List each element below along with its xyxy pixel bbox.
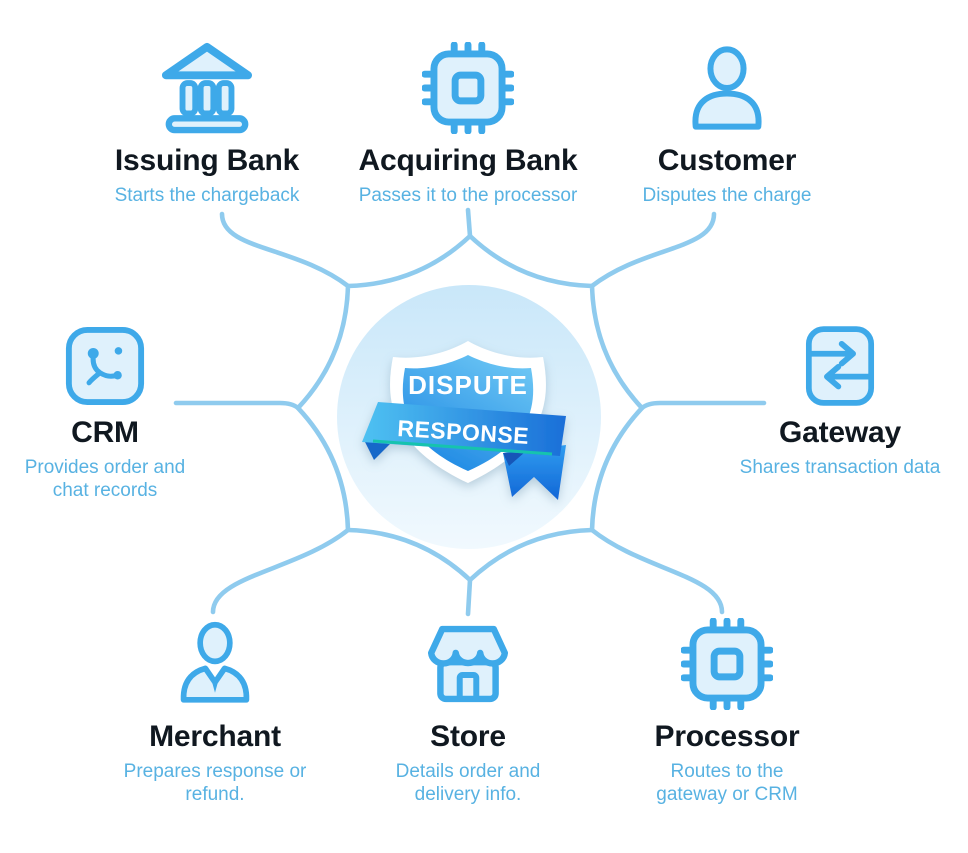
chip-icon: [422, 42, 514, 134]
person-icon: [692, 46, 762, 130]
crm-icon: [65, 326, 145, 406]
node-title: Acquiring Bank: [358, 144, 578, 177]
node-merchant: Merchant Prepares response or refund.: [95, 614, 335, 806]
node-title: Store: [430, 720, 506, 753]
node-subtitle: Prepares response or refund.: [123, 761, 307, 806]
node-subtitle: Routes to the gateway or CRM: [656, 761, 798, 806]
node-acquiring-bank: Acquiring Bank Passes it to the processo…: [338, 38, 598, 207]
node-title: Customer: [657, 144, 797, 177]
connector-stem-issuing-bank: [219, 211, 351, 289]
ribbon-teal-edge: [372, 439, 553, 456]
node-subtitle: Provides order and chat records: [24, 457, 186, 502]
node-subtitle: Starts the chargeback: [114, 185, 300, 206]
node-store: Store Details order and delivery info.: [348, 614, 588, 806]
node-title: Gateway: [779, 416, 901, 449]
node-subtitle: Disputes the charge: [642, 185, 812, 206]
node-processor: Processor Routes to the gateway or CRM: [607, 614, 847, 806]
node-crm: CRM Provides order and chat records: [0, 322, 215, 502]
connector-stem-acquiring-bank: [465, 207, 473, 239]
merchant-icon: [180, 621, 250, 703]
shield-badge-top-text: DISPUTE: [408, 370, 528, 400]
connector-ring: [295, 233, 645, 583]
connector-stem-store: [465, 577, 473, 617]
gateway-icon: [805, 326, 875, 406]
node-title: Merchant: [149, 720, 281, 753]
ribbon-flag-fold: [503, 452, 525, 466]
node-issuing-bank: Issuing Bank Starts the chargeback: [77, 38, 337, 207]
node-subtitle: Shares transaction data: [739, 457, 941, 478]
connector-lines: [173, 207, 767, 617]
connector-stem-processor: [589, 527, 725, 615]
bank-icon: [161, 42, 253, 134]
node-subtitle: Passes it to the processor: [358, 185, 578, 206]
connector-stem-merchant: [210, 527, 351, 615]
node-title: Issuing Bank: [114, 144, 300, 177]
node-title: Processor: [654, 720, 800, 753]
chip-icon: [681, 618, 773, 710]
node-subtitle: Details order and delivery info.: [395, 761, 541, 806]
ribbon-left-fold: [364, 440, 390, 460]
dispute-shield: DISPUTE RESPONSE: [362, 341, 566, 500]
node-customer: Customer Disputes the charge: [597, 38, 857, 207]
node-gateway: Gateway Shares transaction data: [718, 322, 962, 479]
ribbon-flag: [503, 445, 566, 500]
store-icon: [427, 625, 509, 703]
connector-stem-customer: [589, 211, 717, 289]
node-title: CRM: [71, 416, 139, 449]
